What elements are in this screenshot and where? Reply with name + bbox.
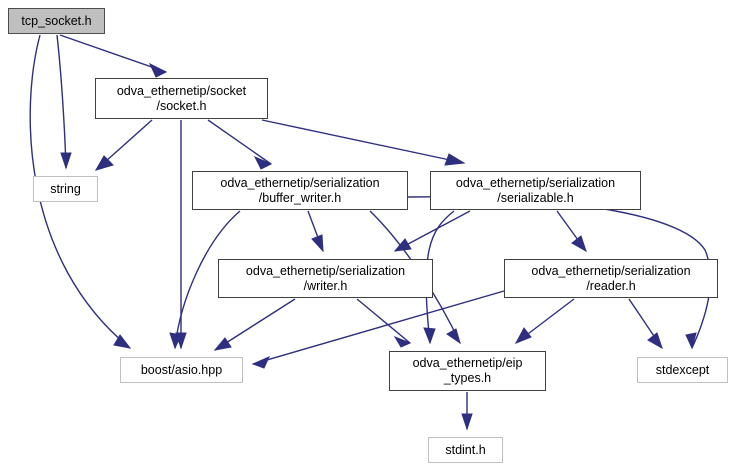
arrowhead-eip_types	[446, 328, 461, 345]
arrowhead-asio	[213, 337, 232, 351]
graph-node-reader[interactable]: odva_ethernetip/serialization /reader.h	[504, 259, 718, 298]
graph-node-stdint[interactable]: stdint.h	[428, 437, 503, 463]
edge-eip_types-to-stdint	[461, 392, 473, 431]
graph-node-buffer_writer[interactable]: odva_ethernetip/serialization /buffer_wr…	[192, 171, 408, 210]
edge-serializable-to-writer	[393, 210, 471, 252]
graph-node-asio[interactable]: boost/asio.hpp	[120, 357, 243, 383]
graph-node-tcp_socket[interactable]: tcp_socket.h	[8, 8, 105, 34]
arrowhead-writer	[393, 238, 412, 252]
graph-node-socket[interactable]: odva_ethernetip/socket /socket.h	[95, 78, 268, 119]
edge-socket-to-buffer_writer	[207, 119, 273, 170]
arrowhead-writer	[311, 234, 324, 253]
arrowhead-stdint	[461, 413, 473, 431]
arrowhead-asio	[113, 334, 132, 349]
edge-writer-to-eip_types	[356, 298, 412, 348]
arrowhead-asio	[251, 356, 270, 369]
edge-serializable-to-reader	[556, 210, 587, 253]
graph-node-eip_types[interactable]: odva_ethernetip/eip _types.h	[389, 351, 546, 391]
arrowhead-stdexcept	[647, 332, 663, 350]
graph-node-label-string: string	[50, 181, 81, 196]
arrowhead-serializable	[444, 153, 466, 166]
graph-node-label-writer: odva_ethernetip/serialization /writer.h	[245, 263, 406, 293]
arrowhead-stdexcept	[685, 332, 697, 350]
graph-node-serializable[interactable]: odva_ethernetip/serialization /serializa…	[430, 171, 641, 210]
edge-writer-to-asio	[213, 298, 296, 351]
edge-socket-to-string	[94, 119, 153, 171]
arrowhead-string	[60, 152, 72, 170]
graph-node-label-serializable: odva_ethernetip/serialization /serializa…	[455, 175, 616, 205]
graph-node-label-stdint: stdint.h	[445, 442, 486, 457]
arrowhead-reader	[571, 235, 587, 253]
edge-reader-to-eip_types	[514, 298, 575, 344]
edge-socket-to-serializable	[261, 119, 466, 166]
graph-node-label-buffer_writer: odva_ethernetip/serialization /buffer_wr…	[220, 175, 380, 205]
graph-node-label-asio: boost/asio.hpp	[140, 362, 223, 377]
arrowhead-eip_types	[393, 335, 412, 348]
graph-node-label-tcp_socket: tcp_socket.h	[21, 13, 92, 28]
graph-node-label-eip_types: odva_ethernetip/eip _types.h	[412, 356, 523, 385]
arrowhead-eip_types	[514, 327, 532, 344]
arrowhead-string	[94, 155, 114, 171]
graph-node-stdexcept[interactable]: stdexcept	[637, 357, 728, 383]
arrowhead-asio	[169, 332, 182, 350]
arrowhead-buffer_writer	[253, 155, 273, 170]
arrowhead-eip_types	[423, 327, 436, 345]
graph-node-string[interactable]: string	[33, 176, 98, 202]
graph-node-label-stdexcept: stdexcept	[655, 362, 710, 377]
graph-node-label-reader: odva_ethernetip/serialization /reader.h	[531, 263, 691, 293]
graph-node-label-socket: odva_ethernetip/socket /socket.h	[116, 83, 247, 113]
arrowhead-socket	[148, 62, 168, 78]
edge-reader-to-stdexcept	[628, 298, 663, 350]
arrowhead-asio	[175, 332, 187, 350]
edge-socket-to-asio	[175, 120, 187, 350]
edge-buffer_writer-to-writer	[307, 210, 324, 253]
edge-tcp_socket-to-string	[56, 34, 72, 170]
edge-tcp_socket-to-socket	[59, 34, 168, 78]
graph-node-writer[interactable]: odva_ethernetip/serialization /writer.h	[218, 259, 433, 298]
